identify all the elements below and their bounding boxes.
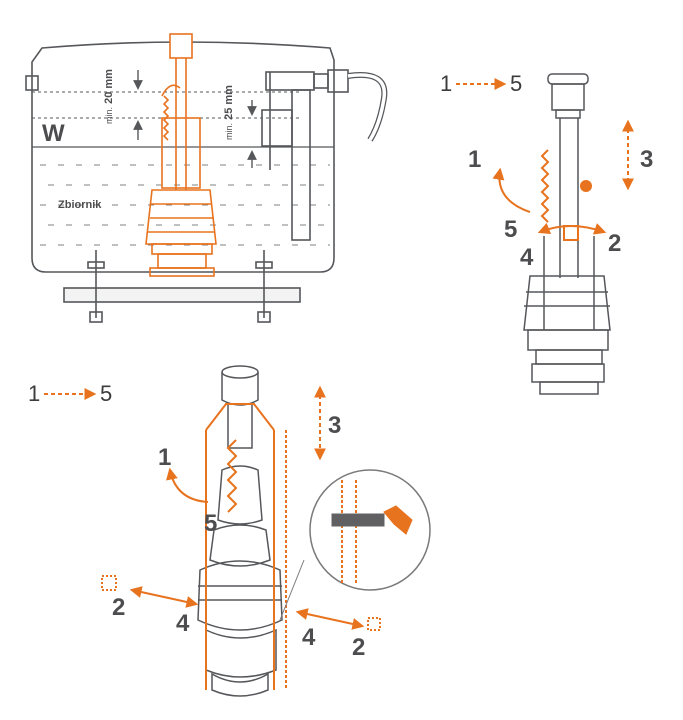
valve-top-right-orange bbox=[492, 119, 634, 241]
dimension-arrows bbox=[133, 70, 257, 168]
step-4-label-right: 4 bbox=[302, 624, 316, 651]
sequence-start-label-bottom: 1 bbox=[28, 381, 41, 406]
min-dimension-b: min. 25 mm bbox=[223, 85, 235, 140]
step-2-label-left: 2 bbox=[112, 594, 126, 621]
step-2-label: 2 bbox=[608, 230, 622, 257]
step-3-label-bottom: 3 bbox=[328, 412, 342, 439]
step-5-label-bottom: 5 bbox=[204, 510, 218, 537]
tank-label: Zbiornik bbox=[58, 199, 102, 211]
flush-valve-orange bbox=[145, 33, 217, 277]
step-3-label: 3 bbox=[640, 146, 654, 173]
valve-top-right bbox=[523, 73, 611, 395]
sequence-start-label: 1 bbox=[440, 71, 453, 96]
step-1-label-bottom: 1 bbox=[158, 444, 172, 471]
step-4-label: 4 bbox=[520, 244, 534, 271]
step-4-label-left: 4 bbox=[176, 610, 190, 637]
step-5-label: 5 bbox=[504, 216, 518, 243]
min-dimension-a: min. 20 mm bbox=[103, 69, 115, 124]
step-1-label: 1 bbox=[468, 146, 482, 173]
detail-zoom-circle bbox=[279, 469, 431, 621]
sequence-end-label-bottom: 5 bbox=[100, 381, 113, 406]
valve-3d-orange bbox=[101, 385, 381, 690]
sequence-end-label: 5 bbox=[510, 71, 523, 96]
tank-cross-section bbox=[25, 41, 388, 323]
step-2-label-right: 2 bbox=[352, 634, 366, 661]
water-level-label: W bbox=[42, 120, 65, 147]
